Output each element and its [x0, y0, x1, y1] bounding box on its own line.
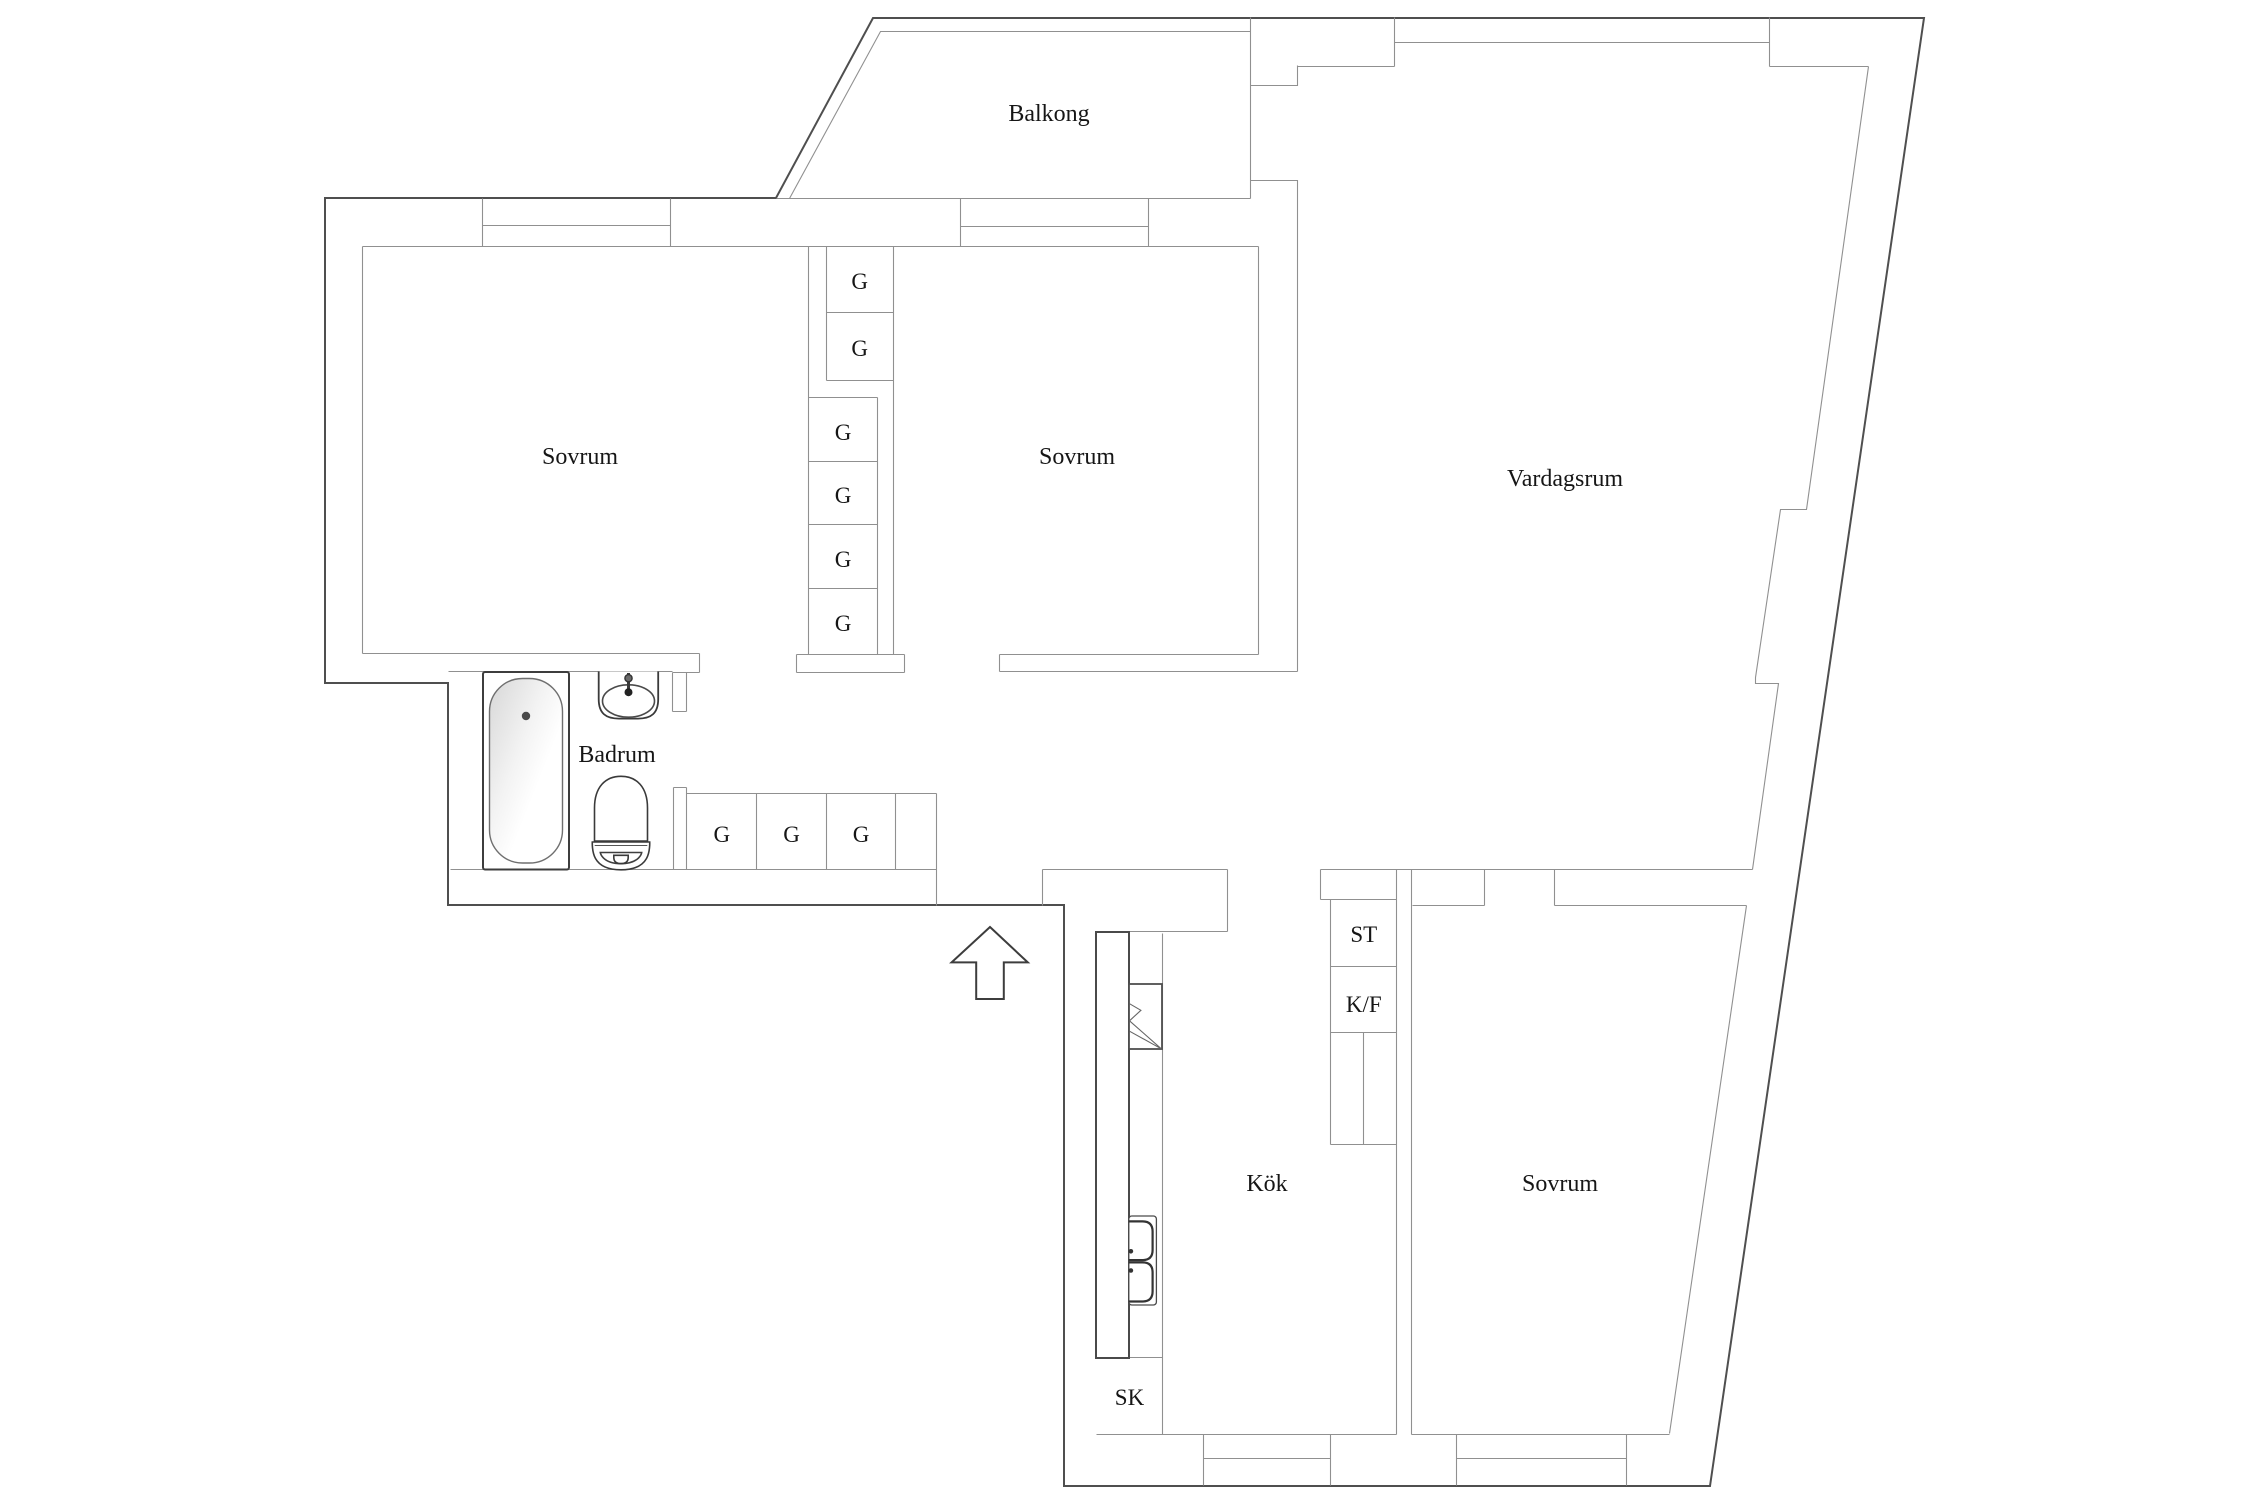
svg-text:G: G	[835, 483, 852, 508]
svg-text:Balkong: Balkong	[1008, 101, 1089, 127]
svg-text:ST: ST	[1350, 922, 1377, 947]
svg-text:Sovrum: Sovrum	[1039, 444, 1115, 470]
svg-text:Vardagsrum: Vardagsrum	[1507, 466, 1623, 492]
svg-text:G: G	[783, 822, 800, 847]
svg-text:G: G	[851, 269, 868, 294]
svg-text:G: G	[835, 420, 852, 445]
svg-text:SK: SK	[1115, 1385, 1145, 1410]
svg-text:G: G	[853, 822, 870, 847]
svg-text:Sovrum: Sovrum	[542, 444, 618, 470]
svg-text:Badrum: Badrum	[578, 742, 656, 768]
svg-text:G: G	[713, 822, 730, 847]
svg-text:G: G	[835, 611, 852, 636]
svg-text:Sovrum: Sovrum	[1522, 1171, 1598, 1197]
svg-text:G: G	[835, 547, 852, 572]
svg-text:G: G	[851, 336, 868, 361]
svg-text:Kök: Kök	[1246, 1171, 1287, 1197]
svg-text:K/F: K/F	[1346, 992, 1382, 1017]
